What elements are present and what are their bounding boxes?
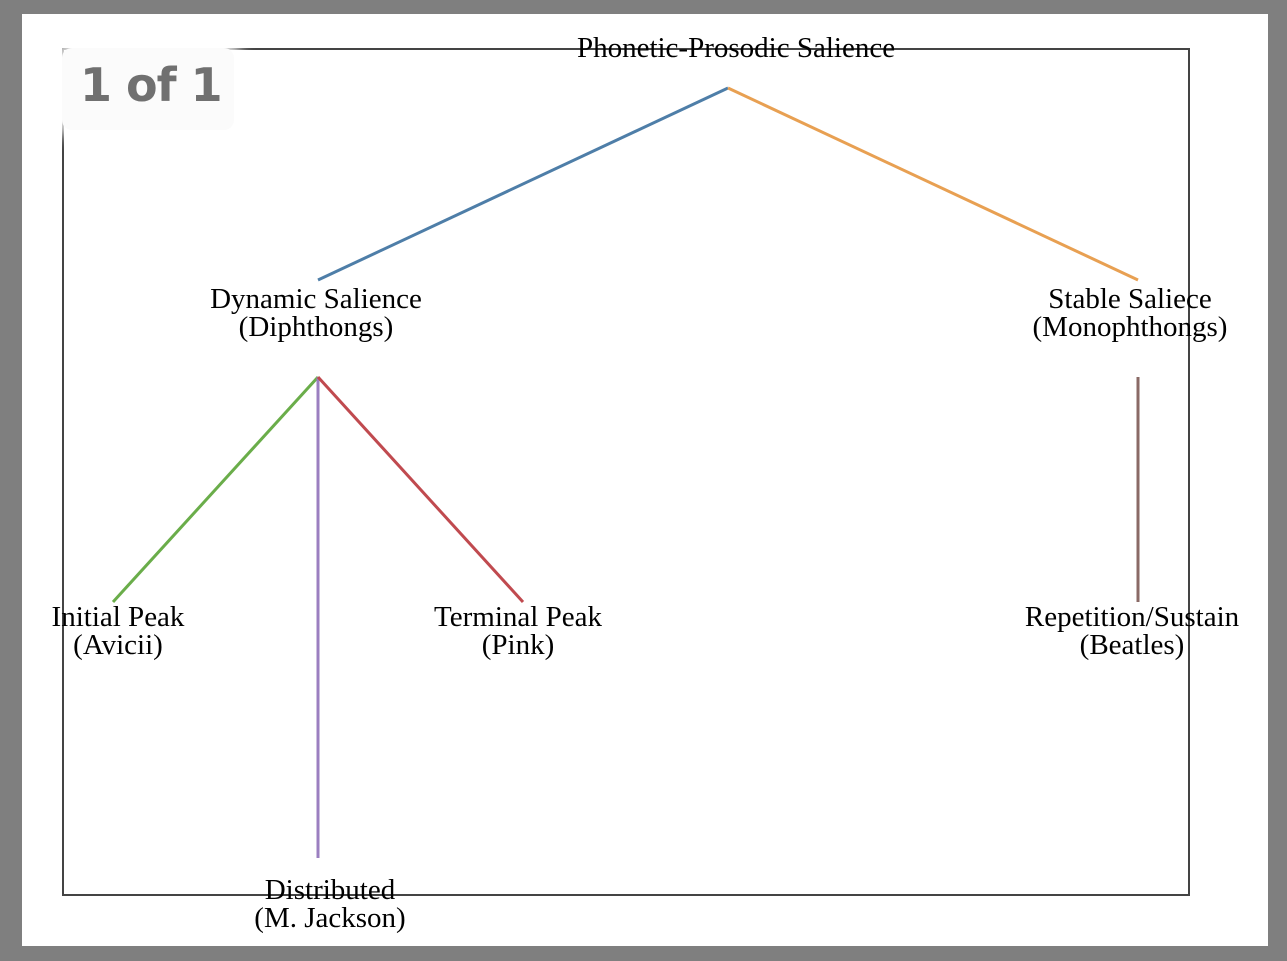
root-node-label: Phonetic-Prosodic Salience — [576, 32, 896, 64]
frame-border — [62, 48, 1190, 896]
terminal-peak-sublabel: (Pink) — [481, 629, 555, 661]
dynamic-salience-sublabel: (Diphthongs) — [238, 311, 394, 343]
edge-dynamic-to-terminal-peak — [316, 375, 525, 604]
edge-root-to-stable-salience — [727, 86, 1139, 282]
stable-salience-sublabel: (Monophthongs) — [1032, 311, 1228, 343]
repetition-sustain-sublabel: (Beatles) — [1079, 629, 1185, 661]
distributed-sublabel: (M. Jackson) — [254, 902, 406, 934]
distributed-label: Distributed — [264, 874, 396, 906]
terminal-peak-node: Terminal Peak (Pink) — [434, 601, 602, 661]
initial-peak-node: Initial Peak (Avicii) — [51, 601, 185, 661]
page-sheet — [22, 14, 1268, 946]
dynamic-salience-node: Dynamic Salience (Diphthongs) — [210, 283, 422, 343]
dynamic-salience-label: Dynamic Salience — [210, 283, 422, 315]
initial-peak-label: Initial Peak — [51, 601, 185, 633]
page-indicator: 1 of 1 — [80, 58, 223, 112]
initial-peak-sublabel: (Avicii) — [73, 629, 163, 661]
terminal-peak-label: Terminal Peak — [434, 601, 602, 633]
stable-salience-node: Stable Saliece (Monophthongs) — [1032, 283, 1228, 343]
edge-root-to-dynamic-salience — [317, 86, 729, 282]
page-indicator-badge — [62, 48, 234, 130]
root-node: Phonetic-Prosodic Salience — [576, 32, 896, 64]
distributed-node: Distributed (M. Jackson) — [254, 874, 406, 934]
edge-dynamic-to-initial-peak — [111, 375, 320, 604]
stable-salience-label: Stable Saliece — [1048, 283, 1212, 315]
repetition-sustain-node: Repetition/Sustain (Beatles) — [1024, 601, 1240, 661]
repetition-sustain-label: Repetition/Sustain — [1024, 601, 1240, 633]
